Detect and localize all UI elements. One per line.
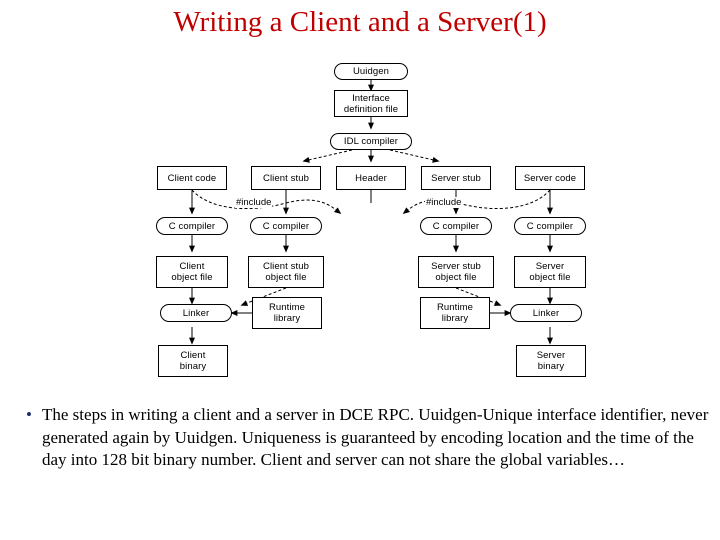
node-server-stub-object-file[interactable]: Server stub object file <box>418 256 494 288</box>
node-runtime-library-left[interactable]: Runtime library <box>252 297 322 329</box>
node-interface-definition-file[interactable]: Interface definition file <box>334 90 408 117</box>
node-server-object-file-label-1: Server <box>535 261 565 272</box>
node-linker-left[interactable]: Linker <box>160 304 232 322</box>
node-server-stub-object-file-label-1: Server stub <box>431 261 481 272</box>
node-runtime-library-left-label-2: library <box>273 313 301 324</box>
node-client-stub-object-file-label-2: object file <box>265 272 307 283</box>
node-client-object-file[interactable]: Client object file <box>156 256 228 288</box>
node-client-stub-object-file-label-1: Client stub <box>263 261 309 272</box>
node-idl-compiler[interactable]: IDL compiler <box>330 133 412 150</box>
node-runtime-library-right-label-2: library <box>441 313 469 324</box>
node-runtime-library-right-label-1: Runtime <box>436 302 474 313</box>
node-client-binary-label-1: Client <box>180 350 206 361</box>
node-interface-definition-file-label-1: Interface <box>352 92 390 104</box>
node-server-code-label: Server code <box>523 172 577 184</box>
node-uuidgen[interactable]: Uuidgen <box>334 63 408 80</box>
node-server-object-file-label-2: object file <box>529 272 571 283</box>
node-client-binary-label-2: binary <box>179 361 207 372</box>
node-client-object-file-label-2: object file <box>171 272 213 283</box>
edge-label-include-left: #include <box>235 197 273 208</box>
node-server-binary[interactable]: Server binary <box>516 345 586 377</box>
node-server-stub-label: Server stub <box>431 172 481 184</box>
bullet-marker-icon: • <box>26 405 32 424</box>
node-c-compiler-2-label: C compiler <box>262 220 310 232</box>
list-item: • The steps in writing a client and a se… <box>26 404 712 472</box>
node-runtime-library-left-label-1: Runtime <box>268 302 306 313</box>
node-idl-compiler-label: IDL compiler <box>343 136 399 147</box>
body-content: • The steps in writing a client and a se… <box>26 404 712 472</box>
page-title: Writing a Client and a Server(1) <box>173 6 547 38</box>
node-linker-right[interactable]: Linker <box>510 304 582 322</box>
node-client-stub[interactable]: Client stub <box>251 166 321 190</box>
list-item-text: The steps in writing a client and a serv… <box>42 405 709 469</box>
node-c-compiler-3-label: C compiler <box>432 220 480 232</box>
node-header[interactable]: Header <box>336 166 406 190</box>
node-c-compiler-4[interactable]: C compiler <box>514 217 586 235</box>
node-client-code-label: Client code <box>167 172 217 184</box>
node-client-stub-object-file[interactable]: Client stub object file <box>248 256 324 288</box>
node-client-stub-label: Client stub <box>263 172 309 184</box>
node-server-object-file[interactable]: Server object file <box>514 256 586 288</box>
node-uuidgen-label: Uuidgen <box>352 66 390 77</box>
node-interface-definition-file-label-2: definition file <box>343 103 399 115</box>
node-linker-right-label: Linker <box>532 307 560 319</box>
node-client-object-file-label-1: Client <box>179 261 205 272</box>
node-server-code[interactable]: Server code <box>515 166 585 190</box>
node-server-binary-label-2: binary <box>537 361 565 372</box>
node-server-binary-label-1: Server <box>536 350 566 361</box>
rpc-build-process-diagram: Uuidgen Interface definition file IDL co… <box>0 55 720 385</box>
node-server-stub-object-file-label-2: object file <box>435 272 477 283</box>
node-header-label: Header <box>355 172 387 184</box>
node-c-compiler-1[interactable]: C compiler <box>156 217 228 235</box>
node-c-compiler-4-label: C compiler <box>526 220 574 232</box>
node-linker-left-label: Linker <box>182 307 210 319</box>
node-c-compiler-2[interactable]: C compiler <box>250 217 322 235</box>
edge-label-include-right: #include <box>425 197 463 208</box>
node-client-code[interactable]: Client code <box>157 166 227 190</box>
node-runtime-library-right[interactable]: Runtime library <box>420 297 490 329</box>
node-server-stub[interactable]: Server stub <box>421 166 491 190</box>
node-client-binary[interactable]: Client binary <box>158 345 228 377</box>
node-c-compiler-3[interactable]: C compiler <box>420 217 492 235</box>
node-c-compiler-1-label: C compiler <box>168 220 216 232</box>
